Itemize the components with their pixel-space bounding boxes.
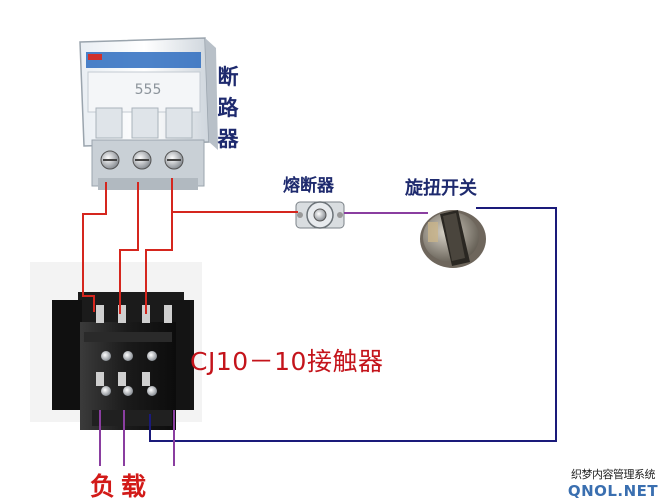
watermark-line1: 织梦内容管理系统 [571,468,656,481]
phase-wire-l3-down [145,212,173,314]
control-wires [149,207,557,442]
rotary-switch [420,210,486,268]
rotary-switch-label: 旋扭开关 [405,178,477,199]
contactor [52,292,194,430]
phase-wire-l2 [119,182,139,314]
screw-icon [147,386,157,396]
circuit-breaker: 555 [79,37,218,190]
screw-icon [101,351,111,361]
screw-icon [123,386,133,396]
watermark-line2: QNOL.NET [567,482,659,500]
load-label: 负载 [90,472,153,501]
phase-wire-l1 [82,182,107,312]
watermark: 织梦内容管理系统 QNOL.NET [559,466,667,500]
screw-icon [123,351,133,361]
load-wires [99,410,175,466]
neutral-loop-wire [149,207,557,442]
fuse [295,201,345,229]
contactor-label: CJ10－10接触器 [190,347,384,376]
screw-icon [101,386,111,396]
phase-wires [82,178,298,314]
screw-icon [147,351,157,361]
breaker-label: 断路器 [217,65,239,151]
svg-text:555: 555 [135,82,162,98]
fuse-label: 熔断器 [283,176,334,196]
